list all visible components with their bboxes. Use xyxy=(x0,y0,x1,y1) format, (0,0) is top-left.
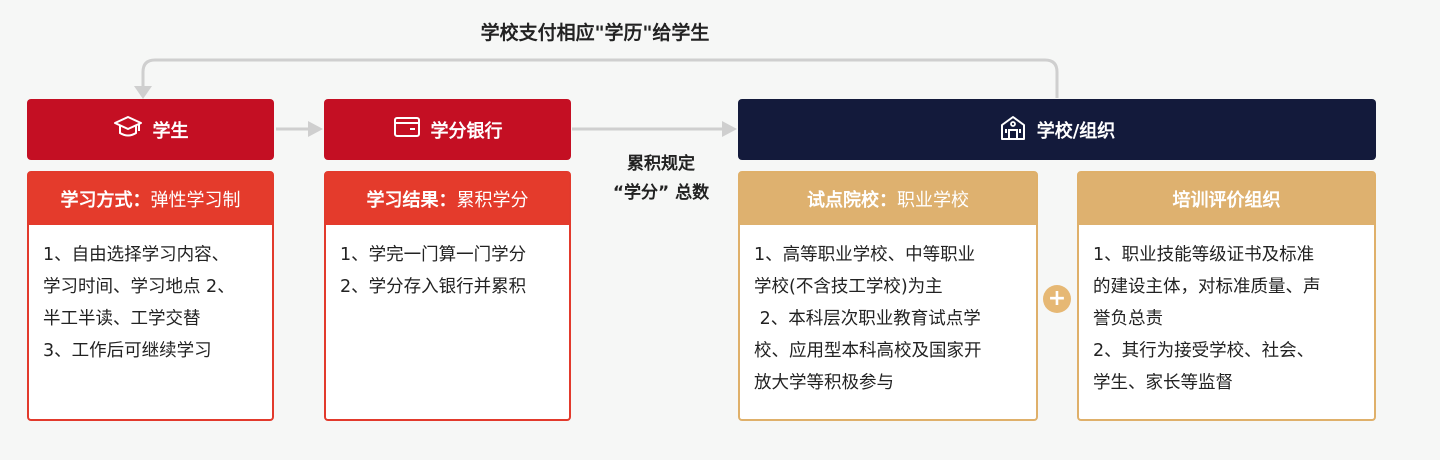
list-item: 学生、家长等监督 xyxy=(1093,373,1233,393)
learning-mode-body: 1、自由选择学习内容、 学习时间、学习地点 2、 半工半读、工学交替 3、工作后… xyxy=(29,225,272,367)
training-evaluation-card: 培训评价组织 1、职业技能等级证书及标准 的建设主体，对标准质量、声 誉负总责 … xyxy=(1077,171,1376,421)
list-item: 的建设主体，对标准质量、声 xyxy=(1093,277,1321,297)
list-item: 誉负总责 xyxy=(1093,309,1163,329)
list-item: 2、其行为接受学校、社会、 xyxy=(1093,341,1315,361)
building-icon xyxy=(999,113,1027,146)
list-item: 1、学完一门算一门学分 xyxy=(340,245,527,265)
list-item: 1、高等职业学校、中等职业 xyxy=(754,245,976,265)
pilot-schools-key: 试点院校： xyxy=(807,190,897,211)
learning-mode-key: 学习方式： xyxy=(60,190,151,211)
learning-mode-card: 学习方式： 弹性学习制 1、自由选择学习内容、 学习时间、学习地点 2、 半工半… xyxy=(27,171,274,421)
pilot-schools-card: 试点院校： 职业学校 1、高等职业学校、中等职业 学校(不含技工学校)为主 2、… xyxy=(738,171,1038,421)
pilot-schools-value: 职业学校 xyxy=(897,190,969,211)
learning-result-caption: 学习结果： 累积学分 xyxy=(326,173,569,225)
learning-result-card: 学习结果： 累积学分 1、学完一门算一门学分 2、学分存入银行并累积 xyxy=(324,171,571,421)
learning-result-value: 累积学分 xyxy=(456,190,529,211)
accumulate-credits-line1: 累积规定 xyxy=(627,154,695,174)
list-item: 1、自由选择学习内容、 xyxy=(43,245,230,265)
list-item: 放大学等积极参与 xyxy=(754,373,894,393)
plus-icon: + xyxy=(1043,285,1071,313)
return-arrow xyxy=(141,58,1059,98)
school-header-label: 学校/组织 xyxy=(1036,120,1116,142)
list-item: 2、本科层次职业教育试点学 xyxy=(754,309,981,329)
accumulate-credits-line2: “学分” 总数 xyxy=(612,183,710,203)
learning-mode-value: 弹性学习制 xyxy=(150,190,241,211)
list-item: 2、学分存入银行并累积 xyxy=(340,277,527,297)
student-header-label: 学生 xyxy=(152,120,189,142)
top-flow-label: 学校支付相应"学历"给学生 xyxy=(480,22,710,44)
list-item: 3、工作后可继续学习 xyxy=(43,341,212,361)
list-item: 1、职业技能等级证书及标准 xyxy=(1093,245,1315,265)
learning-mode-caption: 学习方式： 弹性学习制 xyxy=(29,173,272,225)
credit-bank-header-label: 学分银行 xyxy=(430,120,503,142)
arrow-student-to-bank-head xyxy=(308,121,323,137)
training-evaluation-key: 培训评价组织 xyxy=(1172,190,1281,211)
list-item: 学习时间、学习地点 2、 xyxy=(43,277,235,297)
learning-result-body: 1、学完一门算一门学分 2、学分存入银行并累积 xyxy=(326,225,569,303)
pilot-schools-caption: 试点院校： 职业学校 xyxy=(740,173,1036,225)
learning-result-key: 学习结果： xyxy=(366,190,457,211)
accumulate-credits-label: 累积规定 “学分” 总数 xyxy=(596,150,726,208)
credit-bank-header: 学分银行 xyxy=(324,99,571,160)
arrow-bank-to-school-head xyxy=(722,121,737,137)
school-header: 学校/组织 xyxy=(738,99,1376,160)
training-evaluation-caption: 培训评价组织 xyxy=(1079,173,1374,225)
list-item: 校、应用型本科高校及国家开 xyxy=(754,341,982,361)
list-item: 半工半读、工学交替 xyxy=(43,309,201,329)
training-evaluation-body: 1、职业技能等级证书及标准 的建设主体，对标准质量、声 誉负总责 2、其行为接受… xyxy=(1079,225,1374,399)
pilot-schools-body: 1、高等职业学校、中等职业 学校(不含技工学校)为主 2、本科层次职业教育试点学… xyxy=(740,225,1036,399)
student-header: 学生 xyxy=(27,99,274,160)
return-arrow-head xyxy=(134,86,152,99)
graduation-cap-icon xyxy=(113,114,143,145)
list-item: 学校(不含技工学校)为主 xyxy=(754,277,943,297)
wallet-icon xyxy=(393,115,421,144)
